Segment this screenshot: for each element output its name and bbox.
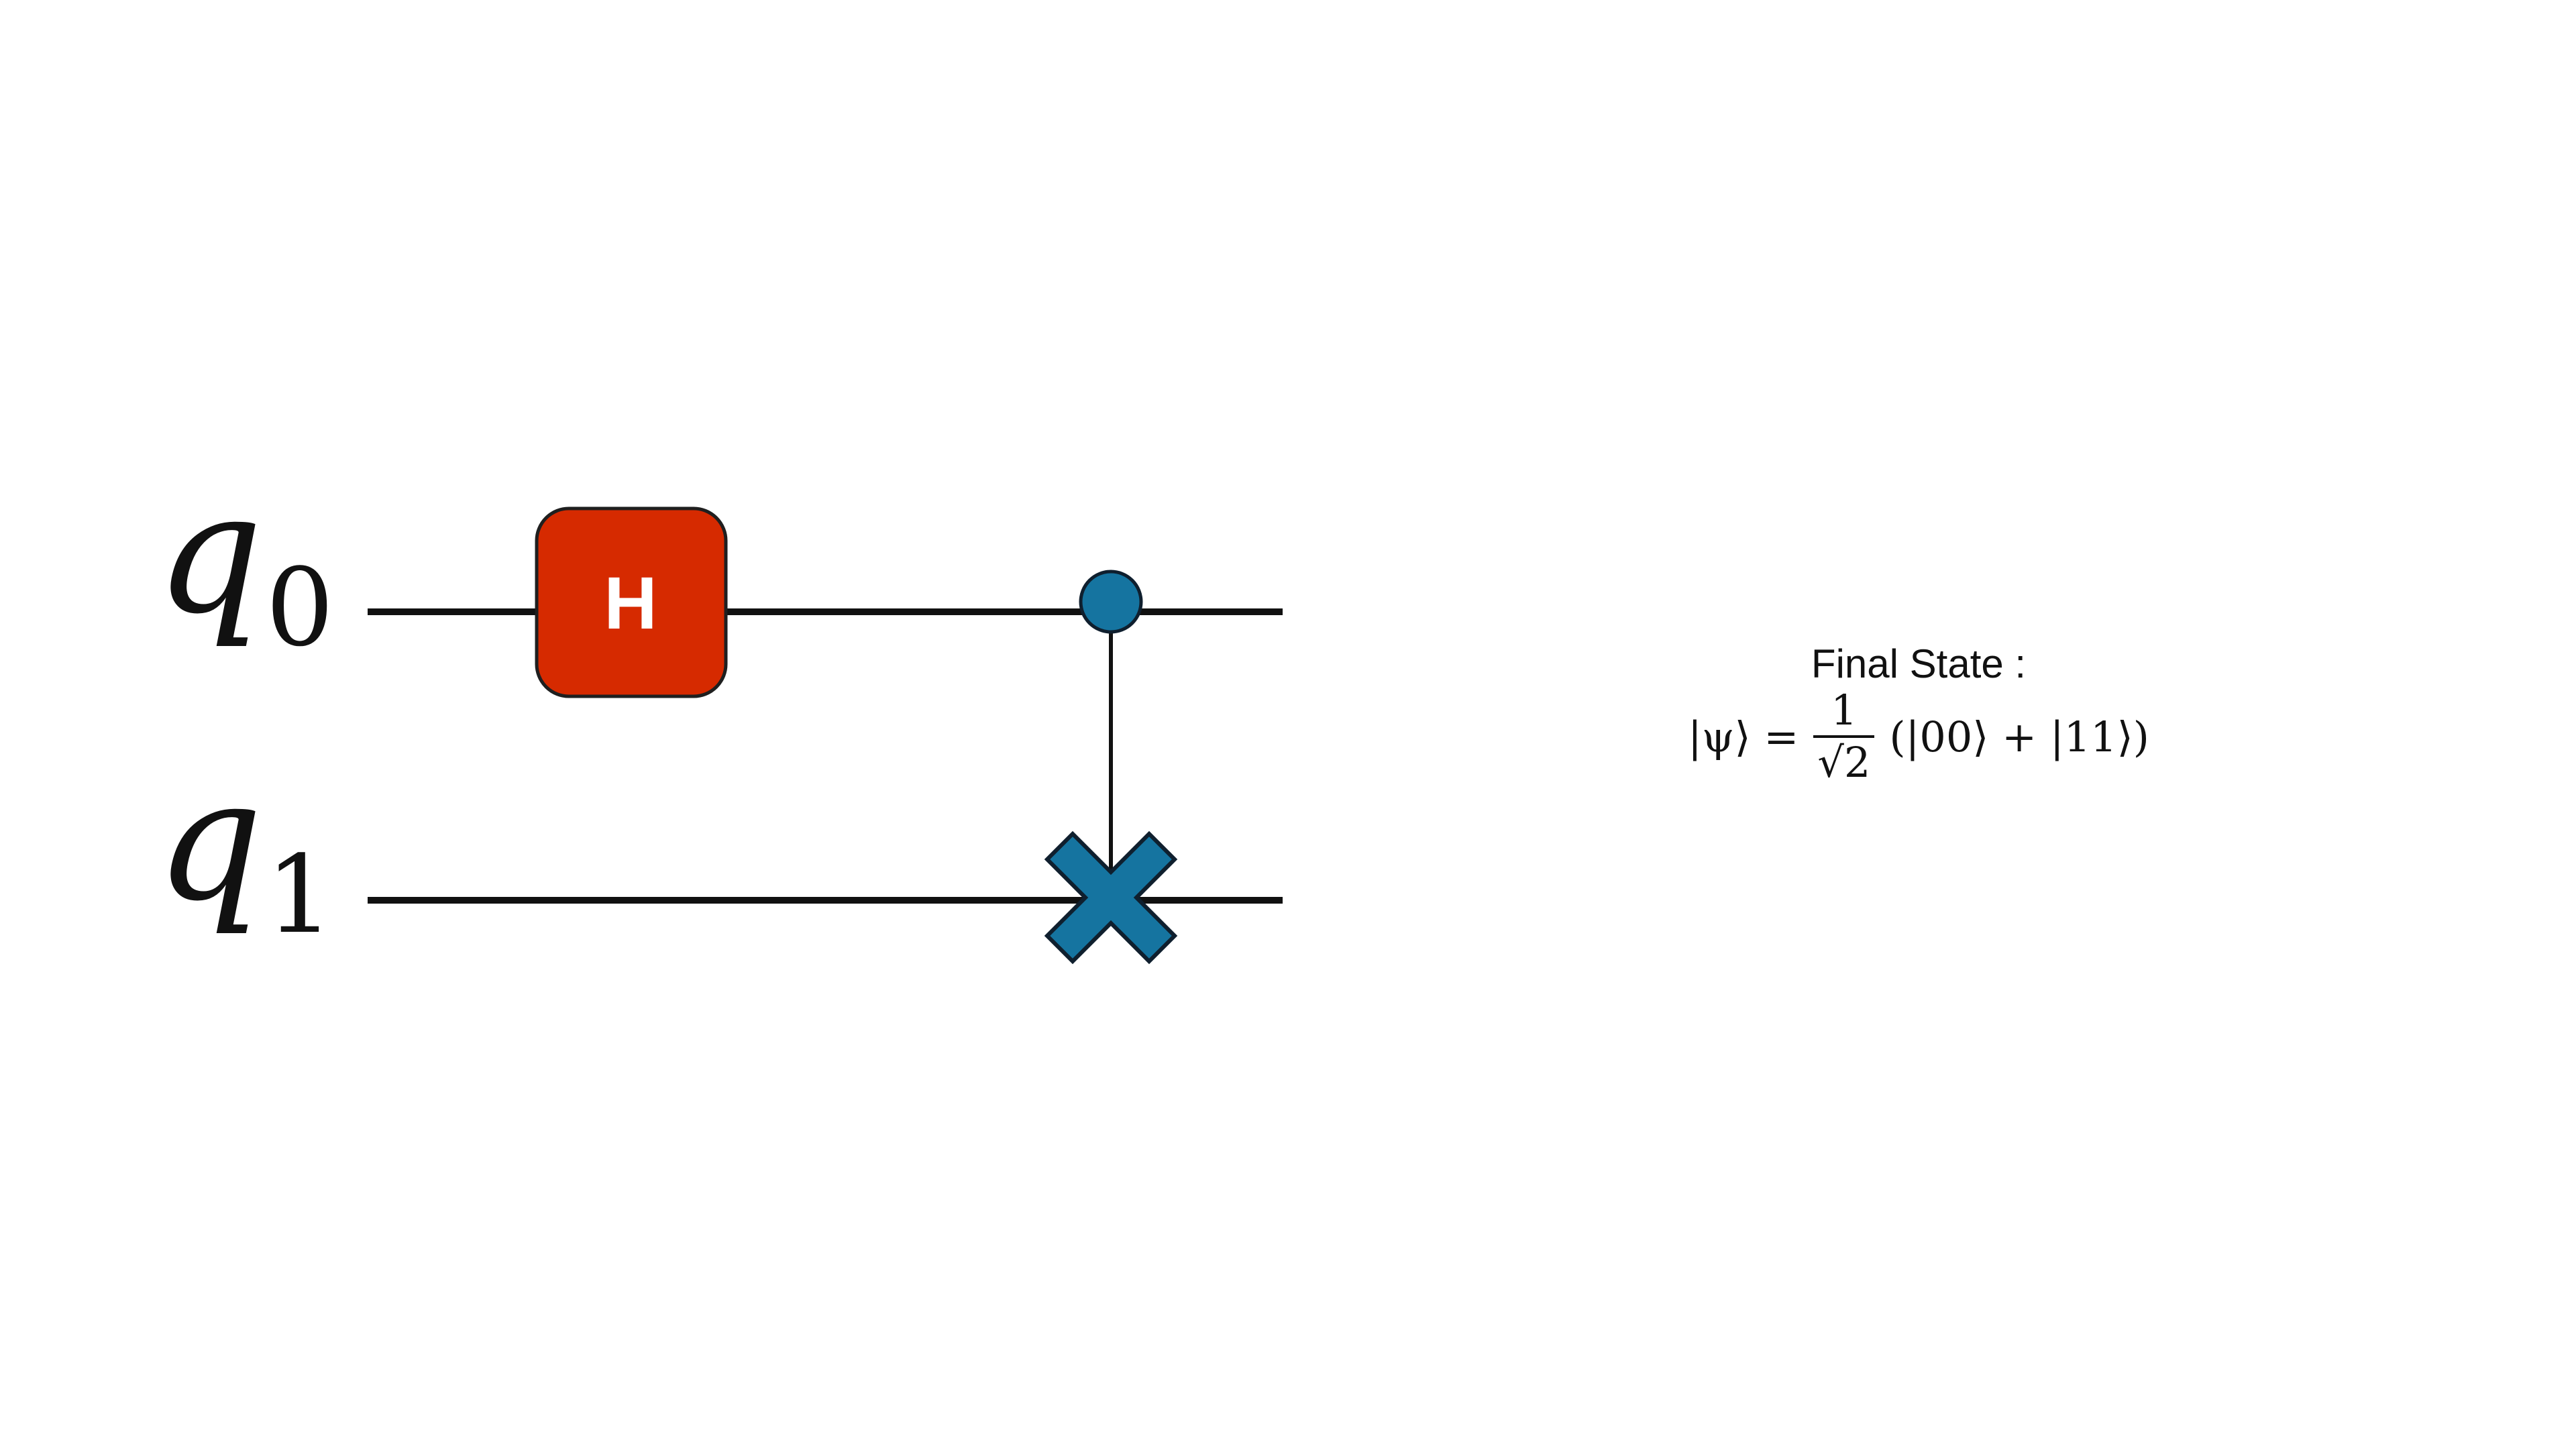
- final-state-title: Final State :: [1811, 641, 2027, 686]
- qubit-index: 0: [266, 545, 334, 670]
- final-state-panel: Final State : |ψ⟩ = 1 √2 (|00⟩ + |11⟩): [1597, 644, 2241, 784]
- equation-rhs: (|00⟩ + |11⟩): [1889, 712, 2149, 761]
- fraction-bar: [1813, 735, 1875, 738]
- qubit-label-q0: q0: [156, 470, 334, 661]
- equation-lhs: |ψ⟩ =: [1688, 712, 1799, 761]
- cnot-target-x-icon: [1044, 830, 1178, 965]
- qubit-label-q1: q1: [156, 757, 334, 949]
- coefficient-denominator: √2: [1817, 738, 1871, 787]
- coefficient-numerator: 1: [1831, 686, 1858, 735]
- equation-coefficient: 1 √2: [1813, 686, 1875, 787]
- qubit-name: q: [156, 743, 264, 938]
- hadamard-gate: [535, 506, 728, 698]
- final-state-equation: |ψ⟩ = 1 √2 (|00⟩ + |11⟩): [1597, 690, 2241, 784]
- qubit-index: 1: [266, 832, 334, 957]
- hadamard-gate-label: H: [604, 561, 657, 645]
- cnot-control-dot: [1079, 570, 1143, 634]
- qubit-name: q: [156, 455, 264, 651]
